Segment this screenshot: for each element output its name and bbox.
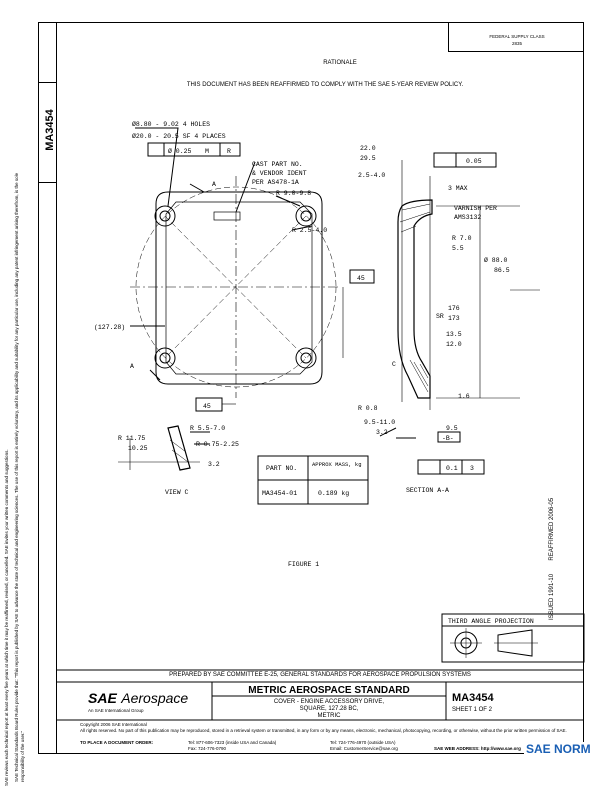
prepared-by: PREPARED BY SAE COMMITTEE E-25, GENERAL … [169, 672, 471, 678]
projection-label: THIRD ANGLE PROJECTION [448, 618, 534, 625]
order-tel-2: Tel: 724-776-4970 (outside USA) [330, 740, 396, 745]
section-label-a-bottom: A [130, 363, 134, 370]
dim-2-5-4: 2.5-4.0 [358, 172, 385, 179]
cast-part-2: & VENDOR IDENT [252, 170, 307, 177]
sae-logo: SAE Aerospace An SAE International Group [88, 690, 208, 718]
table-header-part: PART NO. [266, 465, 297, 472]
parallelism-value: 0.1 [446, 465, 458, 472]
max-3: 3 MAX [448, 185, 468, 192]
radius-0-75: R 0.75-2.25 [196, 441, 239, 448]
page-frame [38, 22, 584, 754]
order-email: Email: CustomerService@sae.org [330, 746, 398, 751]
table-mass: 0.189 kg [318, 490, 349, 497]
dim-29-5: 29.5 [360, 155, 376, 162]
flatness-value: 0.05 [466, 158, 482, 165]
header-box [448, 22, 584, 52]
rights-note: All rights reserved. No part of this pub… [80, 728, 567, 733]
table-part-number: MA3454-01 [262, 490, 297, 497]
parallelism-datum: 3 [470, 465, 474, 472]
sheet-number: SHEET 1 OF 2 [452, 707, 492, 713]
radius-10-25: 10.25 [128, 445, 148, 452]
bolt-hole-tr [295, 205, 317, 227]
bolt-circle-dim: (127.28) [94, 324, 125, 331]
finish-3-2-a: 3.2 [376, 429, 388, 436]
view-c-profile [167, 425, 191, 471]
standard-title: METRIC AEROSPACE STANDARD [248, 685, 410, 696]
dim-45-right: 45 [357, 275, 365, 282]
dia-86-5: 86.5 [494, 267, 510, 274]
figure-label: FIGURE 1 [288, 561, 319, 568]
cover-outline [155, 191, 323, 385]
sae-norm-watermark: SAE NORM [524, 742, 593, 756]
radius-11-75: R 11.75 [118, 435, 145, 442]
dia-88: Ø 88.0 [484, 256, 508, 264]
tolerance-position: Ø 0.25 [168, 147, 192, 155]
bolt-hole-br [295, 347, 317, 369]
dim-176: 176 [448, 305, 460, 312]
dim-9-5-11: 9.5-11.0 [364, 419, 395, 426]
view-c-label: VIEW C [165, 489, 189, 496]
header-tech-note: FEDERAL SUPPLY CLASS [489, 34, 545, 39]
dim-9-5: 9.5 [446, 425, 458, 432]
dim-22: 22.0 [360, 145, 376, 152]
holes-callout-2: Ø20.0 - 20.5 SF 4 PLACES [132, 132, 226, 140]
bolt-hole-tl [154, 205, 176, 227]
tolerance-modifier: M [205, 148, 209, 155]
left-strip-box-line [38, 82, 56, 83]
copyright: Copyright 2006 SAE International [80, 722, 147, 727]
dim-45-bottom: 45 [203, 403, 211, 410]
tolerance-datum: R [227, 148, 231, 155]
standard-subtitle-1: COVER - ENGINE ACCESSORY DRIVE, [273, 699, 385, 705]
cast-part-1: CAST PART NO. [252, 161, 303, 168]
varnish-1: VARNISH PER [454, 205, 497, 212]
dim-173: 173 [448, 315, 460, 322]
standard-subtitle-2: SQUARE, 127.28 BC, [299, 706, 359, 712]
holes-callout-1: Ø8.80 - 9.02 4 HOLES [132, 120, 210, 128]
finish-3-2-b: 3.2 [208, 461, 220, 468]
cast-part-3: PER AS478-1A [252, 179, 299, 186]
radius-7: R 7.0 [452, 235, 472, 242]
spherical-radius: SR [436, 313, 444, 320]
radius-2-5: R 2.5-4.0 [292, 227, 327, 234]
finish-1-6: 1.6 [458, 393, 470, 400]
sae-logo-sub: Aerospace [121, 690, 189, 706]
left-strip-box-line2 [38, 182, 56, 183]
rationale-text: THIS DOCUMENT HAS BEEN REAFFIRMED TO COM… [186, 82, 464, 88]
order-fax: Fax: 724-776-0790 [188, 746, 227, 751]
radius-0-8: R 0.8 [358, 405, 378, 412]
standard-subtitle-3: METRIC [317, 713, 341, 719]
cover-outline-inner [165, 201, 313, 375]
section-profile [397, 199, 433, 399]
sae-logo-main: SAE [88, 690, 117, 706]
sae-logo-tag: An SAE International Group [88, 708, 144, 713]
varnish-2: AMS3132 [454, 214, 481, 221]
radius-9: R 9.0-9.8 [276, 190, 311, 197]
order-label: TO PLACE A DOCUMENT ORDER: [80, 740, 154, 745]
radius-5-5: 5.5 [452, 245, 464, 252]
section-label-a-top: A [212, 181, 216, 188]
view-label-c: C [392, 361, 396, 368]
order-tel-1: Tel: 877-606-7323 (inside USA and Canada… [188, 740, 277, 745]
rationale-title: RATIONALE [323, 60, 357, 66]
table-header-mass: APPROX MASS, kg [312, 461, 362, 468]
radius-5-5-7: R 5.5-7.0 [190, 425, 225, 432]
footer-doc-number: MA3454 [452, 692, 494, 704]
sae-web-address: SAE WEB ADDRESS: http://www.sae.org [434, 746, 521, 751]
datum-b: -B- [442, 435, 454, 442]
section-a-a-label: SECTION A-A [406, 487, 449, 494]
dim-12: 12.0 [446, 341, 462, 348]
bolt-hole-bl [154, 347, 176, 369]
dim-13-5: 13.5 [446, 331, 462, 338]
header-tech-note2: 2835 [511, 41, 522, 46]
left-strip-divider [56, 22, 57, 754]
